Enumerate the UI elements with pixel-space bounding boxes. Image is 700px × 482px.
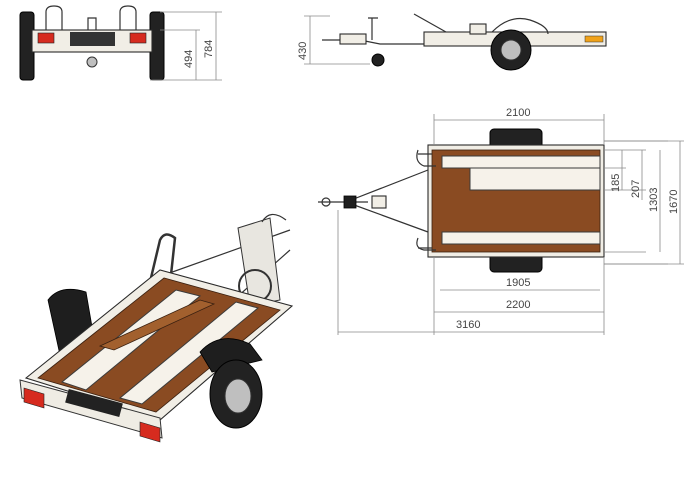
top-view-hitch-box	[371, 195, 387, 209]
dim-label-3160: 3160	[456, 319, 480, 331]
side-view-coupling	[339, 33, 367, 45]
iso-deck-strip	[98, 299, 216, 351]
top-view-drawbar	[345, 169, 429, 233]
iso-rear-light-left	[23, 387, 45, 409]
iso-jockey-handle	[261, 213, 287, 223]
rear-view-right-wheel-chock	[119, 5, 137, 30]
dim-label-784: 784	[203, 40, 215, 58]
dim-label-2200: 2200	[506, 299, 530, 311]
dim-label-2100: 2100	[506, 107, 530, 119]
rear-view-jockey-wheel-disc	[86, 56, 98, 68]
side-view: 430	[297, 13, 607, 71]
dim-label-207: 207	[630, 180, 642, 198]
iso-wheel-hub	[224, 378, 252, 414]
top-view-chock-lower	[416, 237, 436, 251]
top-view-rail-upper	[441, 155, 601, 169]
rear-view-right-light	[129, 32, 147, 44]
side-view-chock	[469, 23, 487, 35]
top-view-chock-upper	[416, 149, 436, 167]
side-view-jockey-wheel	[371, 53, 385, 67]
dim-label-494: 494	[183, 50, 195, 68]
dim-label-1670: 1670	[668, 190, 680, 214]
isometric-view	[19, 213, 294, 443]
top-view: 2100 185 207 1303 1670 1905 2200 3160	[318, 107, 684, 335]
rear-view-jockey-wheel	[87, 17, 97, 30]
iso-jockey-stand	[237, 217, 281, 307]
side-view-drawbar	[322, 39, 430, 45]
dim-label-1303: 1303	[648, 188, 660, 212]
top-view-jockey	[343, 195, 357, 209]
iso-rear-light-right	[139, 421, 161, 443]
rear-view-left-wheel-chock	[45, 5, 63, 30]
side-view-jockey-handle	[368, 17, 378, 40]
rear-view-plate	[70, 32, 115, 46]
iso-rail-right	[118, 301, 260, 405]
side-view-mudguard	[491, 17, 549, 35]
dim-label-185: 185	[610, 174, 622, 192]
dim-label-1905: 1905	[506, 277, 530, 289]
side-view-wheel-hub	[500, 39, 522, 61]
side-view-ramp	[413, 13, 447, 33]
iso-wheel-chock	[148, 233, 177, 285]
iso-number-plate	[65, 388, 123, 418]
dim-label-430: 430	[297, 42, 309, 60]
top-view-rail-lower	[441, 231, 601, 245]
top-view-chock-bars	[418, 153, 432, 249]
rear-view-left-light	[37, 32, 55, 44]
rear-view: 494 784	[19, 5, 222, 81]
top-view-rail-center	[469, 167, 601, 191]
side-view-reflector	[584, 35, 604, 43]
